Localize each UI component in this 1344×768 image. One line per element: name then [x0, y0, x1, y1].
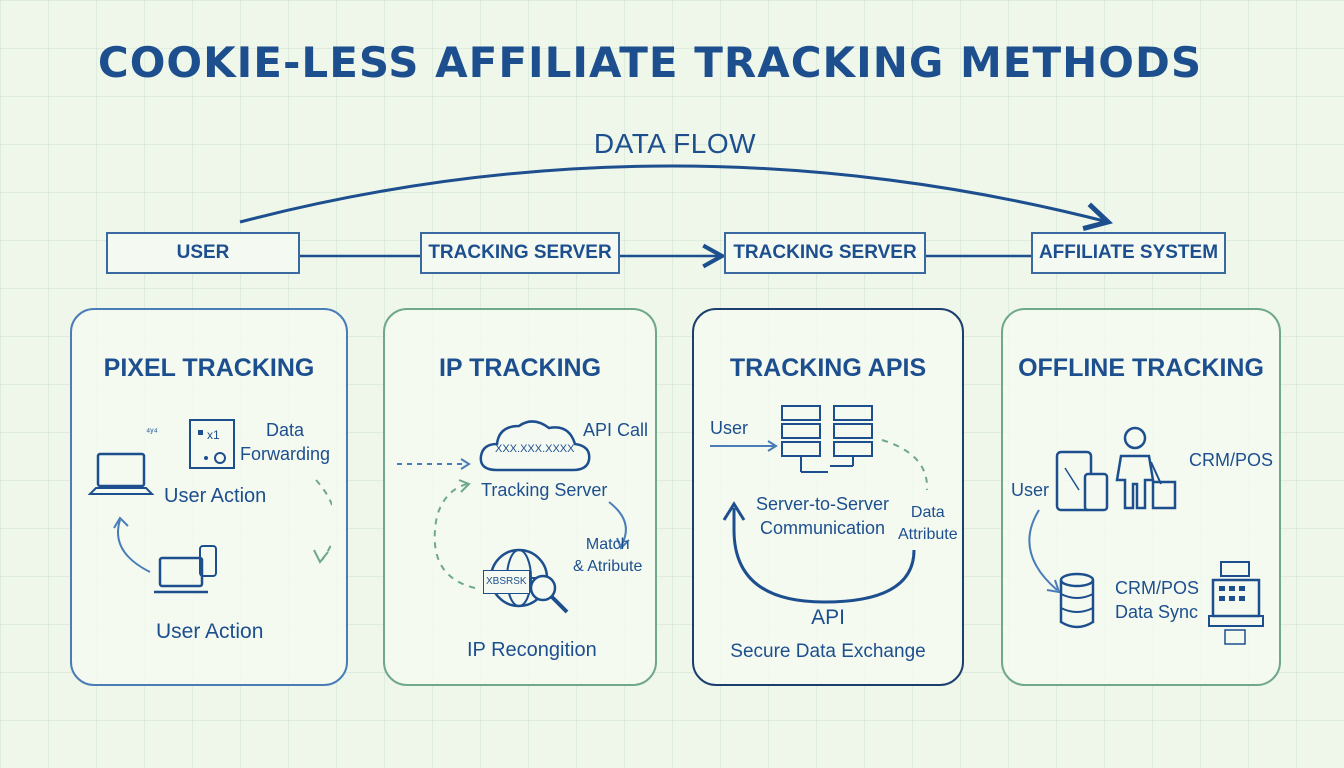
- secure-exchange-label: Secure Data Exchange: [730, 641, 926, 662]
- crm-pos-label: CRM/POS: [1189, 450, 1274, 470]
- sync-arrow: [1028, 509, 1061, 594]
- flow-box-tracking-server-1: TRACKING SERVER: [420, 232, 620, 274]
- cash-register-icon: [1208, 561, 1264, 645]
- offline-user-label: User: [1011, 480, 1050, 500]
- panel-title-offline-tracking: OFFLINE TRACKING: [1018, 354, 1264, 382]
- api-call-label: API Call: [583, 420, 649, 440]
- ip-tag-label: XBSRSK: [483, 570, 530, 594]
- devices-icon: [154, 545, 217, 594]
- servers-icon: [710, 405, 928, 490]
- panel-offline-tracking: OFFLINE TRACKING CRM/POS User CRM/POS Da…: [1001, 308, 1281, 686]
- crm-pos-sync-label: CRM/POS Data Sync: [1115, 578, 1200, 622]
- panel-title-pixel-tracking: PIXEL TRACKING: [103, 354, 315, 382]
- cloud-icon: [479, 420, 591, 472]
- cycle-arrows: [113, 479, 332, 573]
- panel-ip-tracking: IP TRACKING XXX.XXX.XXXX API Call Tracki…: [383, 308, 657, 686]
- match-attribute-label: Match & Atribute: [573, 536, 643, 575]
- pixel-mini-label: ⁴ʸ⁴: [146, 427, 158, 438]
- ip-recognition-label: IP Recongition: [467, 639, 597, 661]
- phone-tablet-icon: [1055, 450, 1109, 512]
- ip-address-label: XXX.XXX.XXXX: [495, 443, 575, 455]
- data-forwarding-label: Data Forwarding: [240, 420, 331, 464]
- laptop-icon: [87, 452, 155, 495]
- flow-box-user: USER: [106, 232, 300, 274]
- panel-tracking-apis: TRACKING APIS User Server-to-Server Comm…: [692, 308, 964, 686]
- api-user-label: User: [710, 418, 749, 438]
- panel-pixel-tracking: PIXEL TRACKING ⁴ʸ⁴ x1 Data Forwarding Us…: [70, 308, 348, 686]
- pixel-code-label: x1: [207, 428, 220, 442]
- user-action-label-2: User Action: [156, 620, 264, 643]
- user-action-label-1: User Action: [164, 485, 267, 507]
- shopper-icon: [1115, 426, 1177, 510]
- s2s-label: Server-to-Server Communication: [756, 494, 890, 538]
- exchange-cycle-arrow: [722, 501, 916, 604]
- data-flow-arc: [239, 164, 1108, 222]
- panel-title-tracking-apis: TRACKING APIS: [729, 354, 927, 382]
- database-icon: [1059, 572, 1095, 629]
- tracking-server-label: Tracking Server: [481, 480, 608, 500]
- data-flow-label: DATA FLOW: [593, 128, 757, 159]
- pixel-grid-icon: [189, 419, 235, 469]
- flow-box-tracking-server-2: TRACKING SERVER: [724, 232, 926, 274]
- data-attribute-label: Data Attribute: [898, 504, 958, 543]
- page-title: COOKIE-LESS AFFILIATE TRACKING METHODS: [97, 38, 1203, 87]
- ip-flow-arrows: [397, 458, 630, 589]
- api-label: API: [811, 606, 845, 629]
- flow-box-affiliate-system: AFFILIATE SYSTEM: [1031, 232, 1226, 274]
- panel-title-ip-tracking: IP TRACKING: [438, 354, 602, 382]
